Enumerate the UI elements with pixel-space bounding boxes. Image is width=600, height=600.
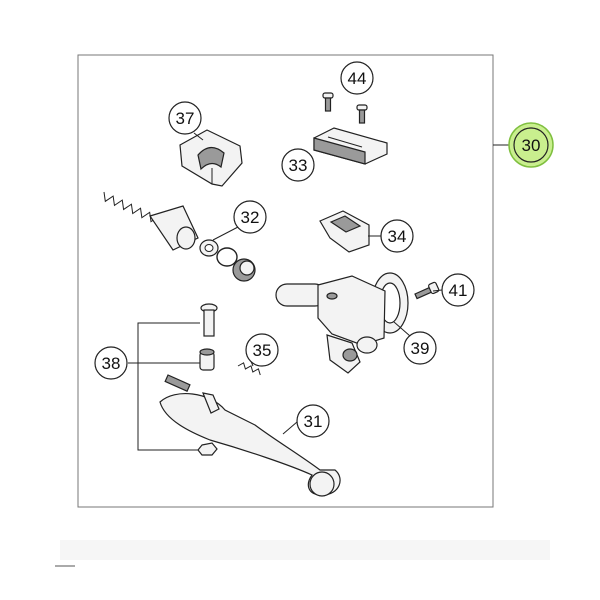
- callout-34-label: 34: [388, 227, 407, 246]
- callout-31: 31: [296, 404, 330, 438]
- callout-33: 33: [281, 148, 315, 182]
- callout-32: 32: [233, 200, 267, 234]
- leader-37: [193, 132, 204, 141]
- master-cylinder-body: [275, 272, 409, 374]
- callout-41: 41: [441, 273, 475, 307]
- piston: [149, 205, 199, 251]
- leader-41: [432, 289, 443, 292]
- pivot-bracket-line: [137, 322, 200, 451]
- screw-icon: [322, 92, 334, 112]
- callout-35: 35: [245, 333, 279, 367]
- callout-44-label: 44: [348, 69, 367, 88]
- spring-icon: [237, 362, 261, 376]
- leader-31: [282, 421, 298, 435]
- callout-39: 39: [403, 331, 437, 365]
- callout-38: 38: [94, 346, 128, 380]
- callout-32-label: 32: [241, 208, 260, 227]
- diagram-frame: [77, 54, 494, 508]
- callout-34: 34: [380, 219, 414, 253]
- brake-lever: [159, 374, 341, 497]
- leader-32: [212, 226, 239, 241]
- callout-38-label: 38: [102, 354, 121, 373]
- callout-30: 30: [508, 122, 554, 168]
- reservoir-cover: [313, 127, 388, 165]
- callout-30-label: 30: [522, 136, 541, 155]
- callout-37-label: 37: [176, 109, 195, 128]
- o-ring-icon: [216, 247, 238, 267]
- screw-icon: [356, 104, 368, 124]
- leader-39: [393, 321, 411, 337]
- reservoir-diaphragm: [319, 210, 370, 253]
- callout-37: 37: [168, 101, 202, 135]
- handlebar-clamp: [179, 129, 243, 187]
- pivot-bolt: [200, 303, 218, 337]
- callout-41-label: 41: [449, 281, 468, 300]
- callout-39-label: 39: [411, 339, 430, 358]
- callout-31-label: 31: [304, 412, 323, 431]
- callout-33-label: 33: [289, 156, 308, 175]
- cover-screws: [322, 92, 368, 124]
- callout-35-label: 35: [253, 341, 272, 360]
- pivot-bushing: [199, 348, 215, 371]
- bottom-shadow-strip: [60, 540, 550, 560]
- callout-44: 44: [340, 61, 374, 95]
- spring-icon: [103, 191, 161, 226]
- o-ring-icon: [199, 239, 219, 257]
- seal-cup: [232, 258, 256, 282]
